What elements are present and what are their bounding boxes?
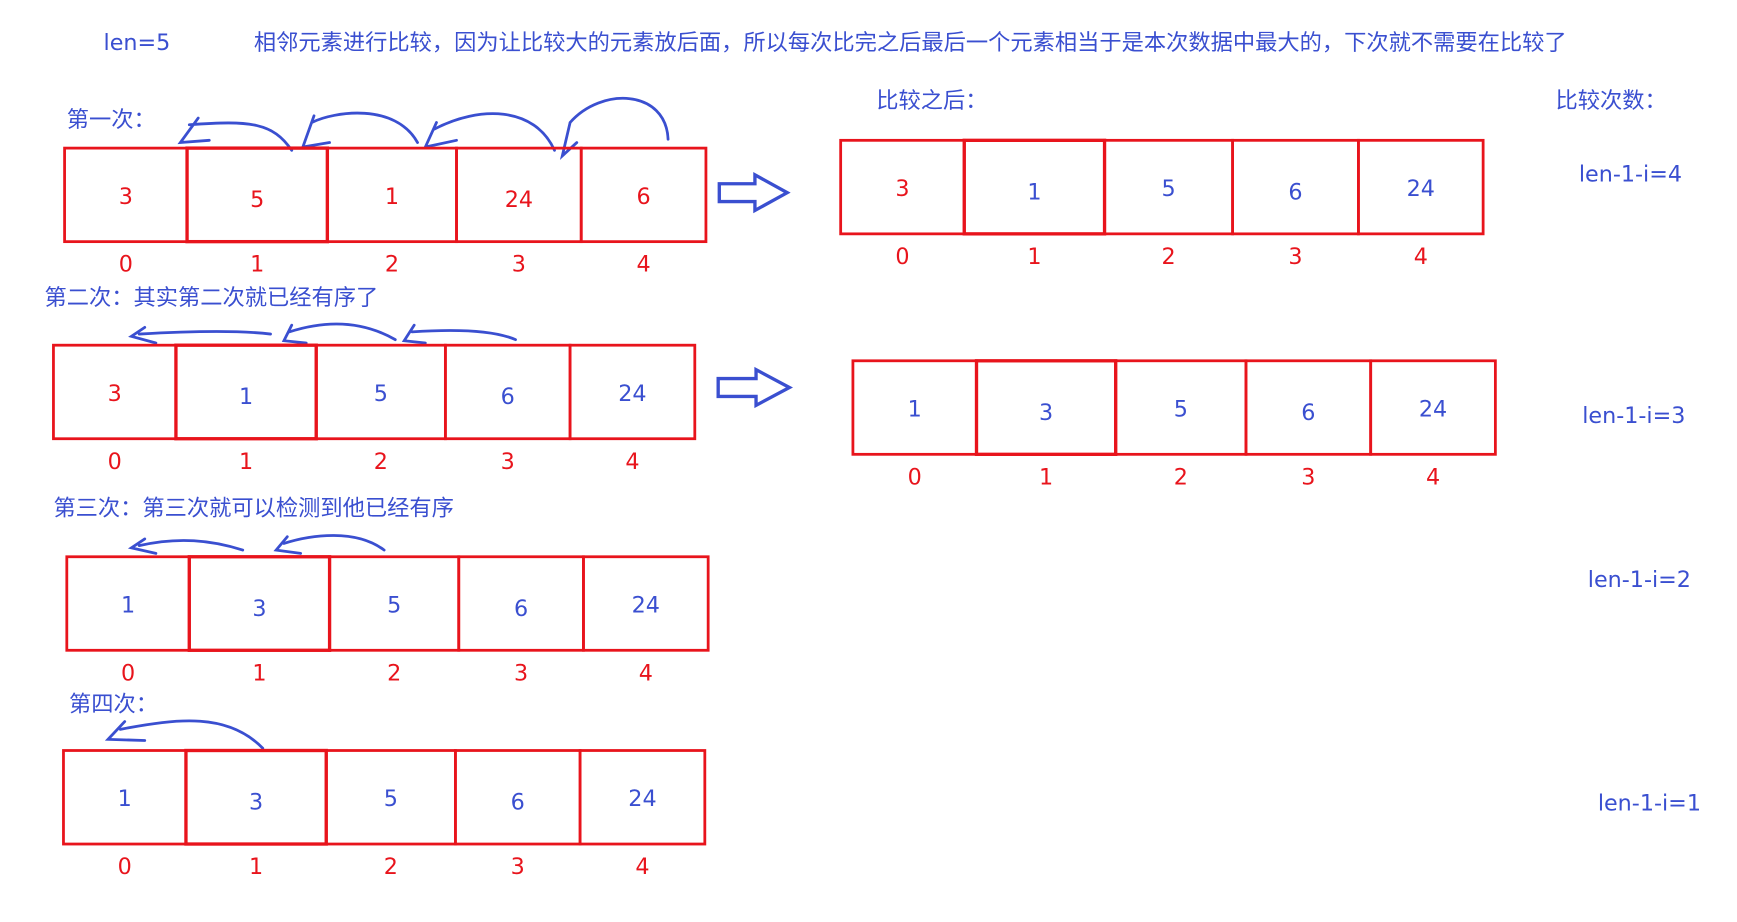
cell-value: 6: [1301, 400, 1315, 426]
pass-1-title: 第一次：: [67, 107, 156, 133]
cell-value: 5: [1161, 176, 1175, 202]
cell-index: 3: [511, 854, 525, 880]
cell-index: 1: [250, 252, 264, 278]
count-label: 比较次数：: [1556, 88, 1667, 114]
cell-value: 3: [249, 790, 263, 816]
cell-index: 2: [384, 854, 398, 880]
cell-value: 1: [118, 786, 132, 812]
cell-index: 0: [895, 244, 909, 270]
cell-value: 24: [632, 592, 660, 618]
cell-value: 5: [374, 381, 388, 407]
cell-value: 24: [618, 381, 646, 407]
cell-index: 4: [637, 252, 651, 278]
cell-value: 1: [385, 184, 399, 210]
cell-index: 0: [908, 464, 922, 490]
cell-value: 6: [1288, 179, 1302, 205]
cell-index: 1: [252, 660, 266, 686]
pass-4-count: len-1-i=1: [1598, 791, 1701, 817]
cell-index: 3: [501, 449, 515, 475]
cell-index: 4: [625, 449, 639, 475]
cell-value: 24: [1407, 176, 1435, 202]
pass-2-title: 第二次：其实第二次就已经有序了: [45, 285, 379, 311]
cell-value: 3: [1039, 400, 1053, 426]
cell-index: 4: [1414, 244, 1428, 270]
pass-1-count: len-1-i=4: [1579, 162, 1682, 188]
cell-value: 1: [121, 592, 135, 618]
cell-index: 4: [635, 854, 649, 880]
cell-value: 3: [119, 184, 133, 210]
cell-value: 1: [908, 396, 922, 422]
pass-3-title: 第三次：第三次就可以检测到他已经有序: [53, 496, 454, 522]
cell-index: 1: [1027, 244, 1041, 270]
cell-value: 5: [1174, 396, 1188, 422]
pass-2-count: len-1-i=3: [1582, 403, 1685, 429]
pass-3-count: len-1-i=2: [1588, 567, 1691, 593]
cell-value: 24: [505, 187, 533, 213]
cell-index: 4: [639, 660, 653, 686]
array-cell: [1369, 359, 1497, 456]
cell-value: 5: [250, 187, 264, 213]
cell-index: 1: [239, 449, 253, 475]
cell-value: 1: [1027, 179, 1041, 205]
pass-4-title: 第四次：: [69, 692, 158, 718]
array-cell: [582, 555, 710, 652]
cell-index: 0: [118, 854, 132, 880]
cell-index: 0: [108, 449, 122, 475]
cell-index: 2: [387, 660, 401, 686]
array-row: 3 0 5 1 1 2 24 3 6 4: [63, 146, 708, 278]
cell-index: 2: [374, 449, 388, 475]
cell-value: 6: [637, 184, 651, 210]
cell-value: 24: [628, 786, 656, 812]
array-row: 3 0 1 1 5 2 6 3 24 4: [52, 343, 697, 475]
cell-index: 0: [121, 660, 135, 686]
cell-value: 3: [895, 176, 909, 202]
cell-index: 3: [514, 660, 528, 686]
cell-index: 3: [512, 252, 526, 278]
cell-value: 6: [511, 790, 525, 816]
right-arrow-icon: [716, 366, 793, 409]
cell-index: 3: [1301, 464, 1315, 490]
cell-index: 3: [1288, 244, 1302, 270]
cell-index: 1: [1039, 464, 1053, 490]
array-row: 1 0 3 1 5 2 6 3 24 4: [65, 555, 710, 686]
cell-value: 6: [514, 596, 528, 622]
cell-value: 5: [387, 592, 401, 618]
cell-index: 2: [1174, 464, 1188, 490]
array-cell: [568, 343, 697, 441]
array-row: 1 0 3 1 5 2 6 3 24 4: [62, 748, 707, 880]
cell-value: 3: [252, 596, 266, 622]
right-arrow-icon: [717, 172, 791, 214]
cell-value: 1: [239, 384, 253, 410]
cell-index: 2: [1161, 244, 1175, 270]
cell-index: 0: [119, 252, 133, 278]
array-cell: [1357, 138, 1485, 236]
cell-value: 24: [1419, 396, 1447, 422]
array-cell: [579, 146, 708, 244]
array-row: 3 0 1 1 5 2 6 3 24 4: [839, 138, 1485, 270]
cell-index: 4: [1426, 464, 1440, 490]
len-label: len=5: [104, 30, 171, 56]
array-row: 1 0 3 1 5 2 6 3 24 4: [851, 359, 1497, 490]
cell-index: 1: [249, 854, 263, 880]
cell-value: 6: [501, 384, 515, 410]
array-cell: [578, 749, 707, 846]
after-label: 比较之后：: [876, 88, 987, 114]
cell-value: 5: [384, 786, 398, 812]
cell-index: 2: [385, 252, 399, 278]
description-text: 相邻元素进行比较，因为让比较大的元素放后面，所以每次比完之后最后一个元素相当于是…: [254, 30, 1567, 56]
cell-value: 3: [108, 381, 122, 407]
